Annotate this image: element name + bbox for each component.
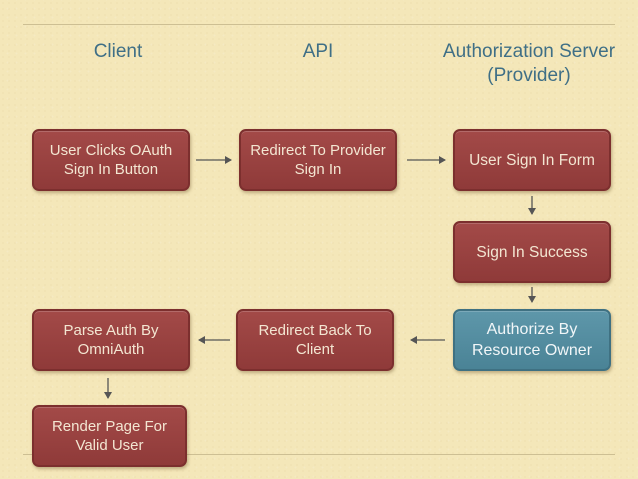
column-header-client: Client — [93, 41, 143, 62]
step-label-line2: OmniAuth — [77, 341, 145, 358]
step-label-line1: Authorize By — [486, 321, 578, 338]
step-label-line1: Redirect Back To — [258, 322, 372, 339]
step-render-page-for-valid-user: Render Page For Valid User — [32, 405, 187, 467]
step-user-sign-in-form: User Sign In Form — [453, 129, 611, 191]
step-label-line2: Sign In — [294, 161, 342, 178]
column-header-authorization-server: Authorization Server (Provider) — [420, 40, 638, 88]
top-divider — [23, 24, 615, 25]
step-label-line1: Render Page For — [51, 418, 168, 435]
step-label-line2: Valid User — [75, 437, 144, 454]
step-label-line2: Sign In Button — [63, 161, 159, 178]
step-sign-in-success: Sign In Success — [453, 221, 611, 283]
step-label-line1: Parse Auth By — [63, 322, 159, 339]
step-label-line1: User Sign In Form — [469, 151, 595, 169]
step-authorize-by-resource-owner: Authorize By Resource Owner — [453, 309, 611, 371]
step-parse-auth-by-omniauth: Parse Auth By OmniAuth — [32, 309, 190, 371]
bottom-divider — [23, 454, 615, 455]
step-label-line1: Sign In Success — [476, 243, 588, 261]
step-label-line1: Redirect To Provider — [250, 142, 386, 159]
step-label-line2: Resource Owner — [471, 342, 593, 359]
column-header-authorization-server-title: Authorization Server — [442, 41, 616, 62]
column-header-api: API — [302, 41, 334, 62]
step-redirect-to-provider: Redirect To Provider Sign In — [239, 129, 397, 191]
step-label-line1: User Clicks OAuth — [49, 142, 173, 159]
step-redirect-back-to-client: Redirect Back To Client — [236, 309, 394, 371]
column-header-authorization-server-subtitle: (Provider) — [487, 65, 571, 86]
step-label-line2: Client — [295, 341, 335, 358]
step-user-clicks-oauth: User Clicks OAuth Sign In Button — [32, 129, 190, 191]
